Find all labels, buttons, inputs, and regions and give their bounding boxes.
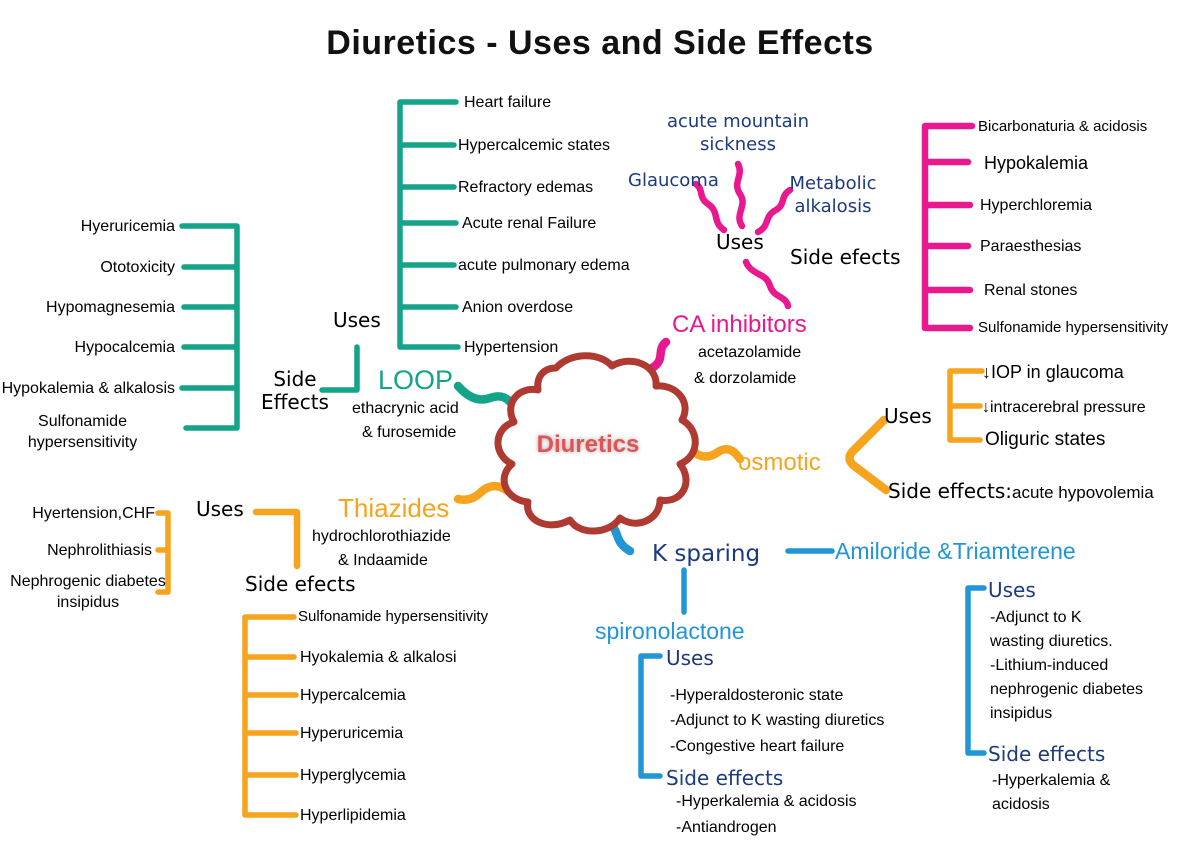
loop-use-item: Refractory edemas	[458, 179, 594, 196]
diuretics-blob-outline	[494, 352, 699, 535]
osmotic-uses-label: Uses	[884, 404, 932, 428]
thiazides-side-label: Side efects	[245, 572, 356, 596]
loop-side-item: Hypokalemia & alkalosis	[1, 380, 175, 397]
ca-drug-2: & dorzolamide	[694, 370, 797, 387]
loop-side-item: Hypomagnesemia	[46, 299, 175, 316]
amiloride-use-item: -Lithium-induced nephrogenic diabetes in…	[990, 657, 1144, 722]
loop-use-item: Hypercalcemic states	[458, 137, 611, 154]
amiloride-side-label: Side effects	[988, 742, 1106, 766]
thiazides-side-item: Hypercalcemia	[300, 687, 406, 704]
loop-uses-bracket	[397, 99, 461, 350]
ca-side-item: Paraesthesias	[980, 238, 1082, 255]
ca-uses-wave-3	[754, 186, 794, 236]
spironolactone-uses-label: Uses	[666, 646, 714, 670]
osmotic-side-line: Side effects:acute hypovolemia	[888, 479, 1154, 504]
thiazides-use-item: Hyertension,CHF	[32, 505, 155, 522]
loop-drug-2: & furosemide	[362, 424, 457, 441]
loop-side-label: Side Effects	[261, 367, 329, 414]
amiloride-use-item: -Adjunct to K wasting diuretics.	[990, 609, 1113, 650]
thiazides-branch-label: Thiazides	[338, 493, 450, 523]
loop-use-item: Anion overdose	[462, 299, 574, 316]
loop-side-elbow	[319, 344, 360, 393]
thiazides-side-item: Hyperglycemia	[300, 767, 406, 784]
loop-side-bracket	[179, 223, 240, 431]
osmotic-side-label: Side effects:	[888, 479, 1012, 503]
thiazides-uses-bracket	[155, 510, 171, 595]
ca-use-item: Metabolic alkalosis	[789, 173, 877, 218]
thiazides-use-item: Nephrogenic diabetes insipidus	[10, 573, 166, 611]
central-node-diuretics: Diuretics	[536, 431, 640, 458]
spironolactone-use-item: -Congestive heart failure	[670, 738, 845, 755]
thiazides-side-item: Sulfonamide hypersensitivity	[298, 608, 489, 625]
ca-side-item: Renal stones	[984, 282, 1078, 299]
loop-drug-1: ethacrynic acid	[352, 400, 459, 417]
page-title: Diuretics - Uses and Side Effects	[326, 24, 874, 62]
osmotic-branch-label: osmotic	[738, 449, 821, 476]
ca-side-bracket	[921, 122, 976, 332]
osmotic-use-item: Oliguric states	[985, 429, 1106, 450]
ca-side-connector	[742, 258, 792, 310]
spironolactone-use-item: -Adjunct to K wasting diuretics	[670, 712, 885, 729]
ca-uses-wave-2	[692, 180, 728, 234]
loop-uses-label: Uses	[333, 308, 381, 332]
spironolactone-side-label: Side effects	[666, 766, 784, 790]
thiazides-drug-2: & Indaamide	[338, 552, 428, 569]
ksparing-branch-label: K sparing	[652, 541, 761, 567]
amiloride-uses-label: Uses	[988, 578, 1036, 602]
amiloride-label: Amiloride &Triamterene	[835, 538, 1076, 564]
amiloride-bracket	[965, 585, 987, 756]
loop-branch-label: LOOP	[378, 365, 454, 395]
loop-side-item: Sulfonamide hypersensitivity	[27, 413, 138, 451]
loop-use-item: Hypertension	[464, 339, 559, 356]
loop-side-item: Hyeruricemia	[80, 218, 175, 235]
osmotic-elbow	[845, 415, 891, 495]
ca-use-item: Glaucoma	[628, 170, 719, 191]
loop-side-item: Ototoxicity	[100, 259, 175, 276]
ca-drug-1: acetazolamide	[698, 344, 802, 361]
ca-use-item: acute mountain sickness	[666, 111, 810, 156]
spironolactone-label: spironolactone	[595, 618, 745, 644]
spironolactone-use-item: -Hyperaldosteronic state	[670, 687, 844, 704]
loop-use-item: Acute renal Failure	[462, 215, 597, 232]
thiazides-use-item: Nephrolithiasis	[47, 542, 152, 559]
spironolactone-bracket	[638, 653, 663, 779]
loop-use-item: acute pulmonary edema	[458, 257, 630, 274]
loop-side-item: Hypocalcemia	[74, 339, 175, 356]
spironolactone-side-item: -Hyperkalemia & acidosis	[676, 793, 857, 810]
ca-branch-label: CA inhibitors	[672, 311, 807, 338]
osmotic-use-item: ↓IOP in glaucoma	[982, 362, 1124, 382]
thiazides-uses-elbow	[252, 508, 301, 570]
ca-side-item: Bicarbonaturia & acidosis	[978, 118, 1148, 135]
osmotic-use-item: ↓intracerebral pressure	[982, 399, 1146, 416]
thiazides-side-item: Hyperuricemia	[300, 725, 404, 742]
osmotic-side-item: acute hypovolemia	[1012, 483, 1154, 502]
ca-side-label: Side efects	[790, 245, 901, 269]
ca-uses-label: Uses	[716, 230, 764, 254]
thiazides-side-item: Hyperlipidemia	[300, 807, 406, 824]
spironolactone-side-item: -Antiandrogen	[676, 819, 777, 836]
ca-side-item: Hyperchloremia	[980, 197, 1093, 214]
thiazides-drug-1: hydrochlorothiazide	[312, 528, 451, 545]
ca-side-item: Hypokalemia	[984, 153, 1089, 173]
thiazides-uses-label: Uses	[196, 497, 244, 521]
amiloride-side-item: -Hyperkalemia & acidosis	[992, 772, 1111, 813]
osmotic-uses-bracket	[947, 368, 985, 443]
ca-uses-wave-1	[733, 160, 746, 230]
thiazides-side-bracket	[242, 614, 299, 818]
thiazides-side-item: Hyokalemia & alkalosi	[300, 649, 457, 666]
loop-use-item: Heart failure	[464, 94, 552, 111]
ca-side-item: Sulfonamide hypersensitivity	[978, 319, 1169, 336]
